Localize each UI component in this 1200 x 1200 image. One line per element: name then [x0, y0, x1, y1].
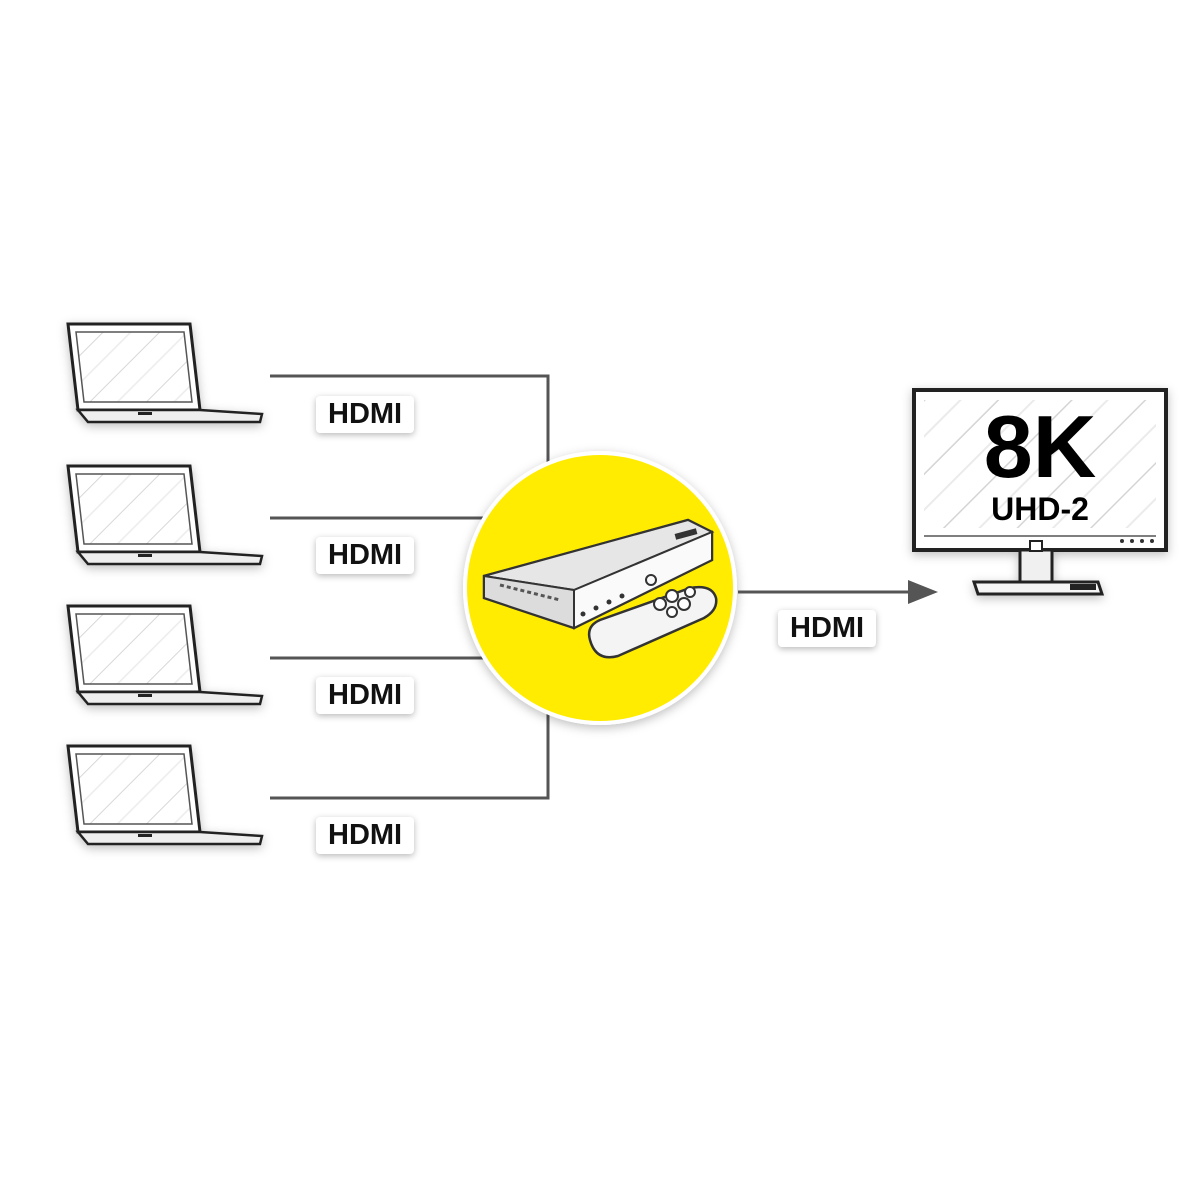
laptop-icon: [66, 604, 264, 706]
switch-device-icon: [482, 518, 715, 630]
laptop-icon: [66, 744, 264, 846]
output-label: HDMI: [778, 610, 877, 647]
input-label-2: HDMI: [316, 537, 415, 574]
input-label-4: HDMI: [316, 817, 415, 854]
input-label-1: HDMI: [316, 396, 415, 433]
input-line-4: [270, 700, 550, 800]
monitor-icon: [912, 388, 1168, 596]
monitor-resolution-text: 8K: [983, 397, 1097, 496]
laptop-icon: [66, 464, 264, 566]
input-line-1: [270, 374, 550, 470]
output-arrow: [738, 580, 938, 604]
input-connector-lines: [270, 374, 550, 800]
input-label-3: HDMI: [316, 677, 415, 714]
remote-control-icon: [587, 585, 718, 659]
monitor-standard-text: UHD-2: [991, 491, 1089, 527]
laptop-icon: [66, 322, 264, 424]
